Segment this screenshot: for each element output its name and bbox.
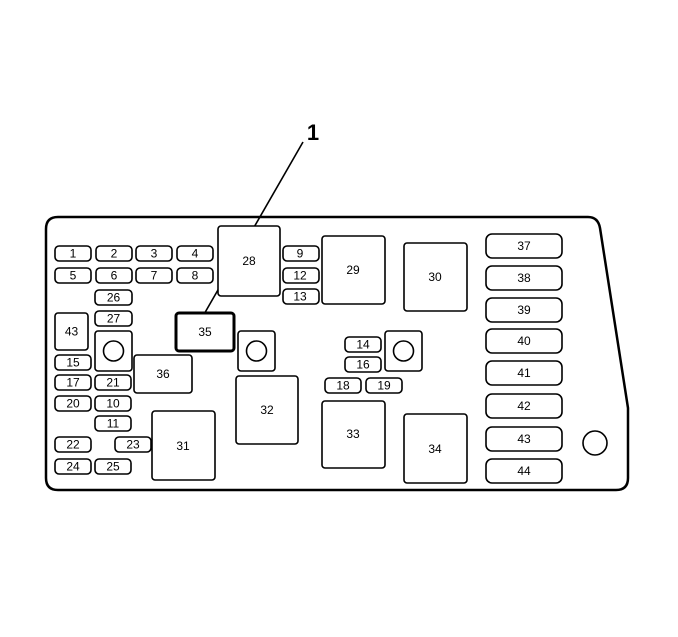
fuse-1: 1	[54, 245, 92, 262]
fuse-20: 20	[54, 395, 92, 412]
fuse-15: 15	[54, 354, 92, 371]
fuse-9: 9	[282, 245, 320, 262]
svg-text:29: 29	[346, 263, 360, 277]
svg-text:5: 5	[70, 269, 77, 283]
fuse-44: 44	[485, 458, 563, 484]
stud-left	[94, 330, 133, 372]
svg-text:14: 14	[356, 338, 370, 352]
relay-43-left: 43	[54, 312, 89, 351]
fuse-5: 5	[54, 267, 92, 284]
fuse-23: 23	[114, 436, 152, 453]
fuse-2: 2	[95, 245, 133, 262]
svg-text:25: 25	[106, 460, 120, 474]
svg-text:44: 44	[517, 464, 531, 478]
svg-text:26: 26	[107, 291, 121, 305]
svg-text:39: 39	[517, 303, 531, 317]
svg-text:22: 22	[66, 438, 80, 452]
callout-label: 1	[307, 120, 319, 145]
svg-text:3: 3	[151, 247, 158, 261]
fuse-8: 8	[176, 267, 214, 284]
svg-text:11: 11	[107, 417, 120, 431]
fuse-21: 21	[94, 374, 132, 391]
svg-text:36: 36	[156, 367, 170, 381]
fuse-11: 11	[94, 415, 132, 432]
svg-text:13: 13	[293, 290, 307, 304]
svg-text:10: 10	[106, 397, 120, 411]
relay-33: 33	[321, 400, 386, 469]
svg-text:35: 35	[198, 325, 212, 339]
fuse-17: 17	[54, 374, 92, 391]
fuse-42: 42	[485, 393, 563, 419]
fuse-37: 37	[485, 233, 563, 259]
svg-text:24: 24	[66, 460, 80, 474]
svg-text:15: 15	[66, 356, 80, 370]
fuse-18: 18	[324, 377, 362, 394]
fuse-25: 25	[94, 458, 132, 475]
svg-text:40: 40	[517, 334, 531, 348]
svg-text:43: 43	[517, 432, 531, 446]
svg-text:2: 2	[111, 247, 118, 261]
fuse-6: 6	[95, 267, 133, 284]
svg-text:41: 41	[517, 366, 531, 380]
svg-text:34: 34	[428, 442, 442, 456]
fuse-13: 13	[282, 288, 320, 305]
svg-text:18: 18	[336, 379, 350, 393]
fuse-16: 16	[344, 356, 382, 373]
fuse-39: 39	[485, 297, 563, 323]
relay-32: 32	[235, 375, 299, 445]
relay-34: 34	[403, 413, 468, 484]
svg-text:16: 16	[356, 358, 370, 372]
fuse-3: 3	[135, 245, 173, 262]
stud-right	[384, 330, 423, 372]
fuse-10: 10	[94, 395, 132, 412]
svg-text:33: 33	[346, 427, 360, 441]
fuse-27: 27	[94, 310, 133, 327]
relay-29: 29	[321, 235, 386, 305]
svg-text:30: 30	[428, 270, 442, 284]
relay-28: 28	[217, 225, 281, 297]
fuse-19: 19	[365, 377, 403, 394]
svg-text:7: 7	[151, 269, 158, 283]
svg-text:1: 1	[70, 247, 77, 261]
relay-30: 30	[403, 242, 468, 312]
svg-text:9: 9	[297, 247, 304, 261]
fuse-40: 40	[485, 328, 563, 354]
stud-middle	[237, 330, 276, 372]
fuse-24: 24	[54, 458, 92, 475]
svg-text:27: 27	[107, 312, 121, 326]
svg-text:4: 4	[192, 247, 199, 261]
fuse-4: 4	[176, 245, 214, 262]
fuse-14: 14	[344, 336, 382, 353]
svg-text:20: 20	[66, 397, 80, 411]
fuse-43-right: 43	[485, 426, 563, 452]
svg-text:23: 23	[126, 438, 140, 452]
svg-text:17: 17	[66, 376, 80, 390]
svg-text:6: 6	[111, 269, 118, 283]
svg-text:21: 21	[106, 376, 120, 390]
svg-text:19: 19	[377, 379, 391, 393]
relay-35-highlighted: 35	[174, 311, 236, 353]
relay-36: 36	[133, 354, 193, 394]
svg-text:38: 38	[517, 271, 531, 285]
svg-text:28: 28	[242, 254, 256, 268]
fuse-12: 12	[282, 267, 320, 284]
relay-31: 31	[151, 410, 216, 481]
fuse-41: 41	[485, 360, 563, 386]
svg-text:12: 12	[293, 269, 307, 283]
svg-text:31: 31	[176, 439, 190, 453]
svg-text:42: 42	[517, 399, 531, 413]
svg-text:32: 32	[260, 403, 274, 417]
svg-text:8: 8	[192, 269, 199, 283]
fuse-22: 22	[54, 436, 92, 453]
fuse-38: 38	[485, 265, 563, 291]
svg-text:37: 37	[517, 239, 531, 253]
fuse-7: 7	[135, 267, 173, 284]
svg-text:43: 43	[65, 325, 79, 339]
fuse-26: 26	[94, 289, 133, 306]
mounting-hole	[582, 430, 608, 456]
